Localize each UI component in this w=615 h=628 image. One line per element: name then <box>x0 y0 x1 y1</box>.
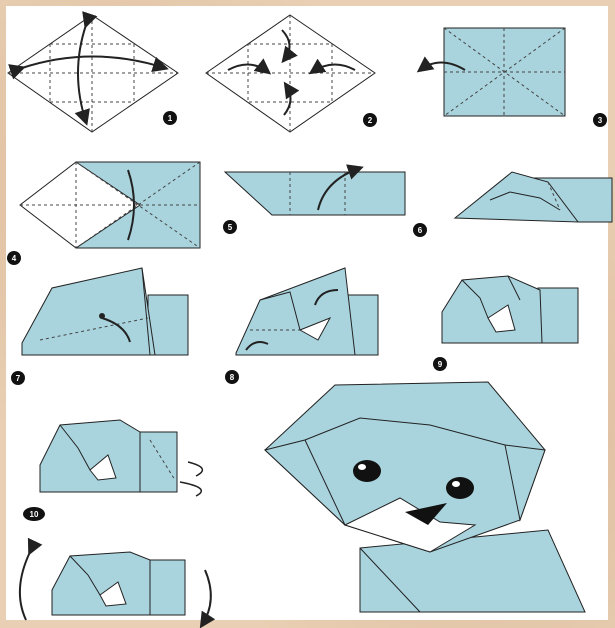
step-6-diagram <box>455 172 612 222</box>
step-10-diagram <box>40 420 202 496</box>
step-7-number: 7 <box>16 374 21 383</box>
step-3-badge: 3 <box>593 113 607 127</box>
turn-over-diagram <box>20 552 211 625</box>
step-9-number: 9 <box>438 360 443 369</box>
step-5-diagram <box>225 168 405 215</box>
step-2-diagram <box>206 15 375 132</box>
step-8-badge: 8 <box>225 370 239 384</box>
step-8-diagram <box>236 268 378 355</box>
step-2-badge: 2 <box>363 113 377 127</box>
step-7-diagram <box>22 268 188 355</box>
right-eye <box>446 477 474 499</box>
step-10-badge: 10 <box>23 507 45 521</box>
step-3-number: 3 <box>598 116 603 125</box>
final-dog-diagram <box>265 382 585 612</box>
step-7-badge: 7 <box>11 371 25 385</box>
step-10-number: 10 <box>30 510 39 519</box>
step-2-number: 2 <box>368 116 373 125</box>
step-4-badge: 4 <box>7 251 21 265</box>
step-3-diagram <box>420 28 565 116</box>
left-eye <box>353 460 381 482</box>
step-1-diagram <box>8 15 178 132</box>
step-1-number: 1 <box>168 114 173 123</box>
step-8-number: 8 <box>230 373 235 382</box>
step-6-number: 6 <box>418 226 423 235</box>
step-5-number: 5 <box>228 223 233 232</box>
step-6-badge: 6 <box>413 223 427 237</box>
step-4-number: 4 <box>12 254 17 263</box>
step-9-badge: 9 <box>433 357 447 371</box>
step-4-diagram <box>20 162 200 248</box>
step-5-badge: 5 <box>223 220 237 234</box>
step-9-diagram <box>442 276 578 343</box>
step-1-badge: 1 <box>163 111 177 125</box>
